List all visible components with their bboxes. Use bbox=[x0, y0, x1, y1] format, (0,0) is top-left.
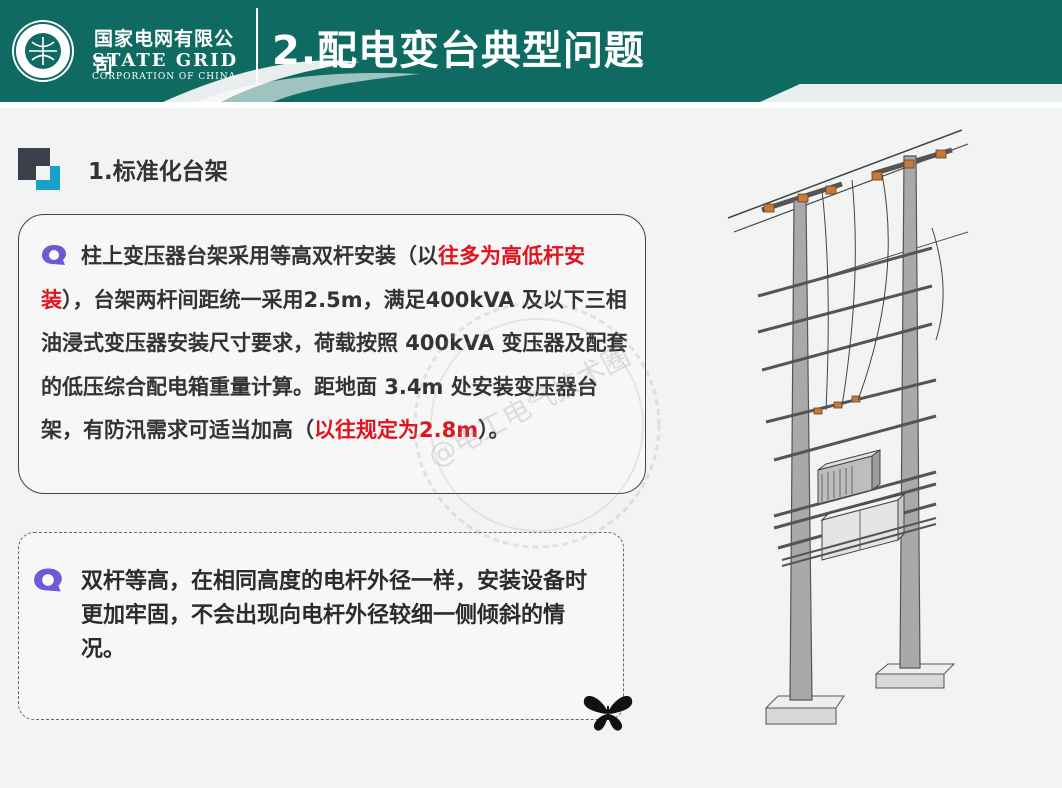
company-name-sub: CORPORATION OF CHINA bbox=[92, 72, 237, 82]
description-seg5: ）。 bbox=[478, 418, 510, 442]
state-grid-emblem-icon bbox=[12, 20, 74, 82]
description-card: 柱上变压器台架采用等高双杆安装（以往多为高低杆安装），台架两杆间距统一采用2.5… bbox=[18, 214, 646, 494]
speech-bubble-icon bbox=[42, 245, 66, 265]
section-title: 1.标准化台架 bbox=[88, 159, 228, 185]
header-swoosh-decoration bbox=[150, 60, 1062, 108]
note-text: 双杆等高，在相同高度的电杆外径一样，安装设备时更加牢固，不会出现向电杆外径较细一… bbox=[81, 569, 588, 662]
watermark-stamp bbox=[413, 301, 661, 549]
description-seg1: 柱上变压器台架采用等高双杆安装（以 bbox=[81, 244, 438, 268]
description-text: 柱上变压器台架采用等高双杆安装（以往多为高低杆安装），台架两杆间距统一采用2.5… bbox=[41, 235, 631, 453]
header-divider bbox=[256, 8, 258, 84]
company-name-cn: 国家电网有限公司 bbox=[94, 28, 235, 77]
speech-bubble-icon bbox=[34, 568, 62, 592]
page-title: 2.配电变台典型问题 bbox=[272, 28, 646, 74]
double-pole-transformer-diagram bbox=[727, 129, 969, 725]
header-bar: 国家电网有限公司 STATE GRID CORPORATION OF CHINA… bbox=[0, 0, 1062, 108]
header-underline bbox=[0, 102, 1062, 108]
company-logo: 国家电网有限公司 STATE GRID CORPORATION OF CHINA bbox=[12, 14, 252, 86]
description-seg3: ），台架两杆间距统一采用2.5m，满足400kVA 及以下三相油浸式变压器安装尺… bbox=[41, 287, 628, 443]
note-card: 双杆等高，在相同高度的电杆外径一样，安装设备时更加牢固，不会出现向电杆外径较细一… bbox=[18, 532, 624, 720]
description-highlight-1: 往多为高低杆安装 bbox=[41, 244, 585, 312]
company-name-en: STATE GRID bbox=[92, 50, 239, 71]
description-highlight-2: 以往规定为2.8m bbox=[314, 418, 479, 442]
section-square-icon bbox=[18, 148, 60, 190]
butterfly-icon bbox=[583, 696, 633, 731]
